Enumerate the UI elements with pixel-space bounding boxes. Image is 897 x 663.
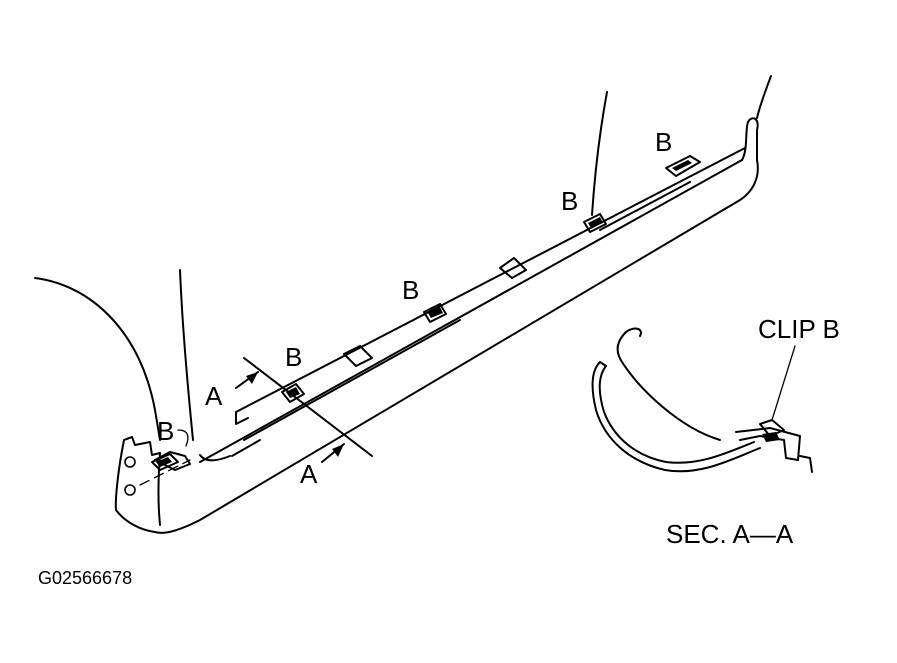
bracket-hole-upper <box>124 456 136 468</box>
section-flange <box>799 455 813 473</box>
clip-b-1 <box>281 383 305 403</box>
rear-dash-line <box>139 459 191 486</box>
labels: B B B B B A A CLIP B SEC. A—A G02566678 <box>38 127 840 588</box>
figure-code: G02566678 <box>38 568 132 588</box>
label-section-a-upper: A <box>205 381 223 411</box>
label-clip-b: CLIP B <box>758 314 840 344</box>
label-b-5: B <box>157 416 174 446</box>
molding-flange <box>235 411 249 425</box>
section-cut <box>235 357 373 463</box>
section-detail <box>591 327 813 473</box>
face-inner-line-2 <box>599 181 691 231</box>
section-molding-edge <box>599 361 607 367</box>
leader-rear-b <box>177 429 189 447</box>
wheel-arch-line <box>34 277 161 441</box>
body-outline <box>34 75 772 441</box>
section-arrow-lower-head <box>332 444 344 457</box>
molding-top-edge <box>235 147 746 413</box>
label-section-a-lower: A <box>300 459 318 489</box>
rear-bracket-end <box>114 439 156 533</box>
rear-inner-curve <box>199 454 231 462</box>
section-molding-inner <box>598 365 755 464</box>
rear-bracket-inner <box>157 452 161 526</box>
label-b-1: B <box>655 127 672 157</box>
label-section-title: SEC. A—A <box>666 519 794 549</box>
clip-b-2 <box>423 303 447 323</box>
molding-face-upper <box>199 159 743 463</box>
fender-edge-line <box>756 75 772 119</box>
section-clip-head <box>759 419 785 437</box>
rear-clip-outline <box>154 451 191 471</box>
face-dash-1 <box>231 439 261 457</box>
section-clip-fill <box>762 432 780 442</box>
clips-on-molding <box>151 155 701 471</box>
face-inner-line-1 <box>243 319 461 441</box>
rocker-molding <box>114 117 759 534</box>
section-body-tip <box>625 327 642 337</box>
label-b-3: B <box>402 275 419 305</box>
bracket-hole-lower <box>124 484 136 496</box>
clip-b-3 <box>583 213 607 233</box>
clip-b-4 <box>665 155 701 177</box>
section-arrow-upper-head <box>246 372 258 384</box>
label-b-2: B <box>561 186 578 216</box>
section-body-upper <box>616 331 721 441</box>
section-molding-outer <box>591 361 761 473</box>
door-edge-left-line <box>179 269 194 441</box>
section-cut-line <box>243 357 373 457</box>
strip-tab-1 <box>343 345 373 367</box>
strip-tab-2 <box>499 257 527 279</box>
molding-face-lower <box>154 159 759 534</box>
rear-bracket-top <box>123 436 161 456</box>
clip-b-rear <box>151 453 179 471</box>
door-edge-center-line <box>591 91 608 216</box>
label-b-4: B <box>285 342 302 372</box>
molding-front-cap <box>741 117 759 161</box>
leader-clip-b <box>771 345 796 421</box>
callout-leaders <box>177 429 189 447</box>
